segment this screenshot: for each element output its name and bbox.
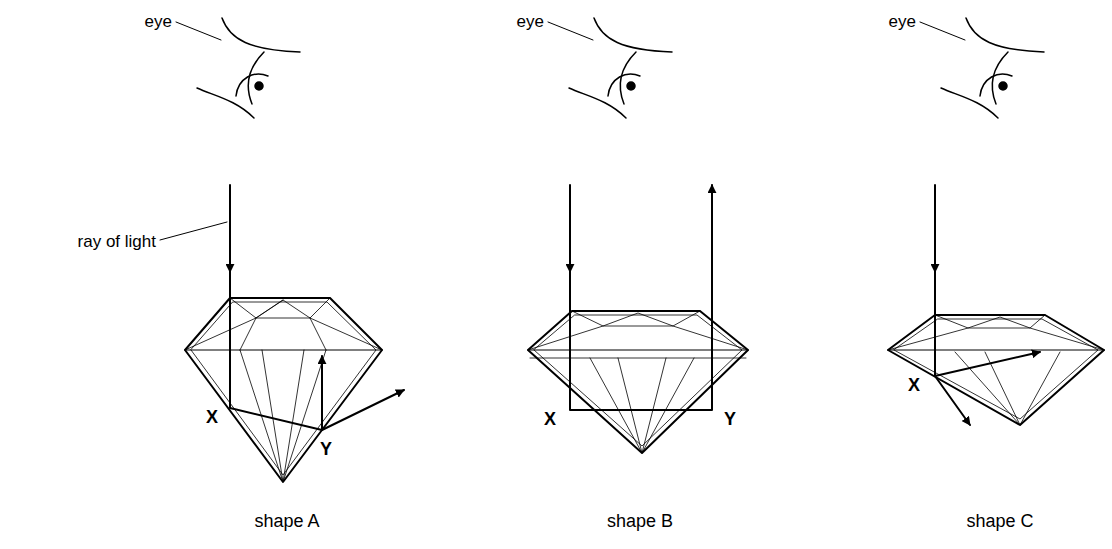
leader-line	[160, 222, 227, 240]
eye-label: eye	[889, 13, 916, 32]
light-ray	[230, 185, 404, 430]
gem-outline	[528, 311, 748, 453]
light-ray	[935, 185, 1040, 425]
point-label: X	[908, 376, 920, 396]
point-label: Y	[724, 410, 736, 430]
eye-label: eye	[145, 13, 172, 32]
light-ray	[570, 185, 712, 410]
shape-caption: shape C	[966, 512, 1033, 532]
point-label: Y	[320, 440, 332, 460]
shape-caption: shape A	[254, 512, 319, 532]
gem-outline	[888, 315, 1104, 425]
eye-drawing	[548, 18, 672, 118]
ray-label: ray of light	[78, 233, 156, 252]
eye-drawing	[920, 18, 1044, 118]
eye-label: eye	[517, 13, 544, 32]
shape-caption: shape B	[607, 512, 673, 532]
gem-outline	[185, 298, 382, 482]
point-label: X	[544, 410, 556, 430]
point-label: X	[206, 408, 218, 428]
eye-drawing	[176, 18, 300, 118]
